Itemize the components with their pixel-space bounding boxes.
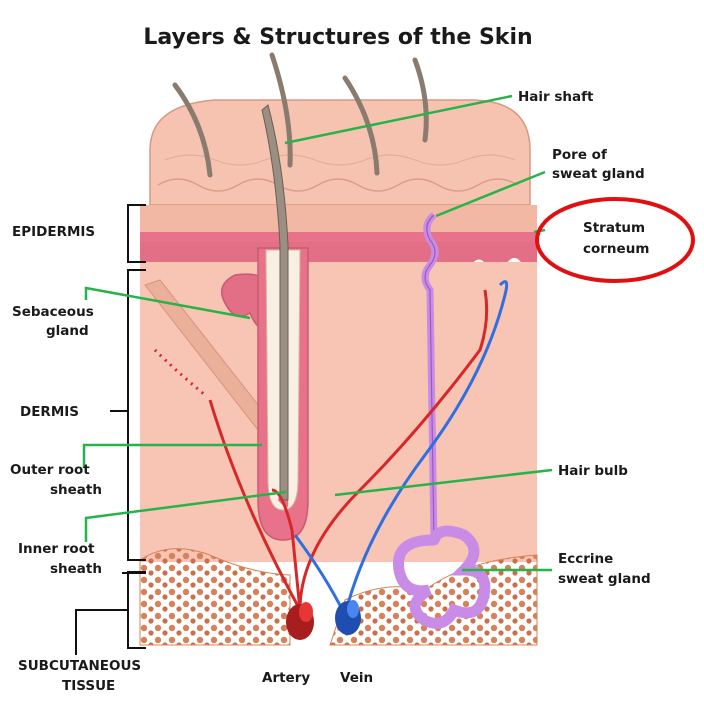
label-eccrine-line2: sweat gland xyxy=(558,571,651,587)
diagram-title: Layers & Structures of the Skin xyxy=(143,25,532,50)
subcutaneous-leader xyxy=(76,610,128,655)
label-inner-root-line1: Inner root xyxy=(18,541,95,557)
label-artery: Artery xyxy=(262,670,310,686)
dermis-layer xyxy=(140,262,537,562)
label-pore-line1: Pore of xyxy=(552,147,607,163)
label-pore-line2: sweat gland xyxy=(552,166,645,182)
artery-end-highlight xyxy=(299,602,313,622)
label-dermis: DERMIS xyxy=(20,404,79,420)
subcutaneous-layer xyxy=(140,549,290,645)
label-outer-root-line2: sheath xyxy=(50,482,102,498)
label-eccrine-line1: Eccrine xyxy=(558,551,613,567)
label-hair-shaft: Hair shaft xyxy=(518,89,594,105)
label-stratum-line1: Stratum xyxy=(583,220,645,236)
stratum-band xyxy=(140,232,537,242)
epidermis-upper xyxy=(140,205,537,235)
label-hair-bulb: Hair bulb xyxy=(558,463,628,479)
highlight-circle xyxy=(537,199,693,281)
label-outer-root-line1: Outer root xyxy=(10,462,90,478)
label-epidermis: EPIDERMIS xyxy=(12,224,95,240)
label-vein: Vein xyxy=(340,670,373,686)
label-sebaceous-line1: Sebaceous xyxy=(12,304,94,320)
vein-end-highlight xyxy=(347,600,359,618)
label-stratum-line2: corneum xyxy=(583,241,649,257)
label-subcutaneous-line2: TISSUE xyxy=(62,678,115,694)
label-inner-root-line2: sheath xyxy=(50,561,102,577)
label-subcutaneous-line1: SUBCUTANEOUS xyxy=(18,658,141,674)
label-sebaceous-line2: gland xyxy=(46,323,89,339)
